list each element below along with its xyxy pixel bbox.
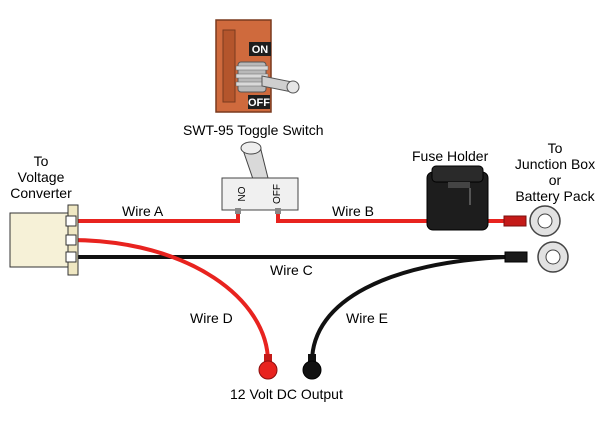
wire-d — [69, 238, 270, 363]
switch-title: SWT-95 Toggle Switch — [183, 122, 324, 138]
to-junction-box-label: To Junction Box or Battery Pack — [505, 140, 605, 204]
switch-off-label: OFF — [272, 184, 283, 204]
to-junction-box-line-4: Battery Pack — [515, 188, 595, 204]
black-output-connector — [302, 354, 322, 380]
to-junction-box-line-2: Junction Box — [514, 156, 596, 172]
switch-schematic: ON OFF — [221, 141, 299, 214]
to-voltage-converter-label: To Voltage Converter — [0, 153, 82, 201]
plate-on-label: ON — [252, 44, 269, 56]
fuse-holder-label: Fuse Holder — [412, 148, 489, 164]
to-voltage-converter-line-1: To — [33, 153, 49, 169]
toggle-switch-illustration: ON OFF — [215, 19, 300, 113]
to-voltage-converter-line-3: Converter — [10, 185, 72, 201]
fuse-holder — [426, 165, 489, 231]
wire-d-label: Wire D — [190, 310, 233, 326]
red-ring-terminal — [503, 205, 561, 237]
red-output-connector — [258, 354, 278, 380]
to-junction-box-line-3: or — [548, 172, 562, 188]
wire-e — [310, 255, 508, 363]
black-ring-terminal — [504, 241, 569, 273]
wire-b-label: Wire B — [332, 203, 374, 219]
wire-a-label: Wire A — [122, 203, 164, 219]
voltage-converter-connector — [9, 204, 79, 276]
wire-e-label: Wire E — [346, 310, 388, 326]
wire-c-label: Wire C — [270, 262, 313, 278]
to-voltage-converter-line-2: Voltage — [17, 169, 65, 185]
to-junction-box-line-1: To — [547, 140, 563, 156]
plate-off-label: OFF — [248, 97, 270, 109]
wire-a — [70, 211, 240, 223]
output-label: 12 Volt DC Output — [230, 386, 343, 402]
switch-on-label: ON — [235, 187, 246, 202]
wire-b — [276, 211, 428, 223]
